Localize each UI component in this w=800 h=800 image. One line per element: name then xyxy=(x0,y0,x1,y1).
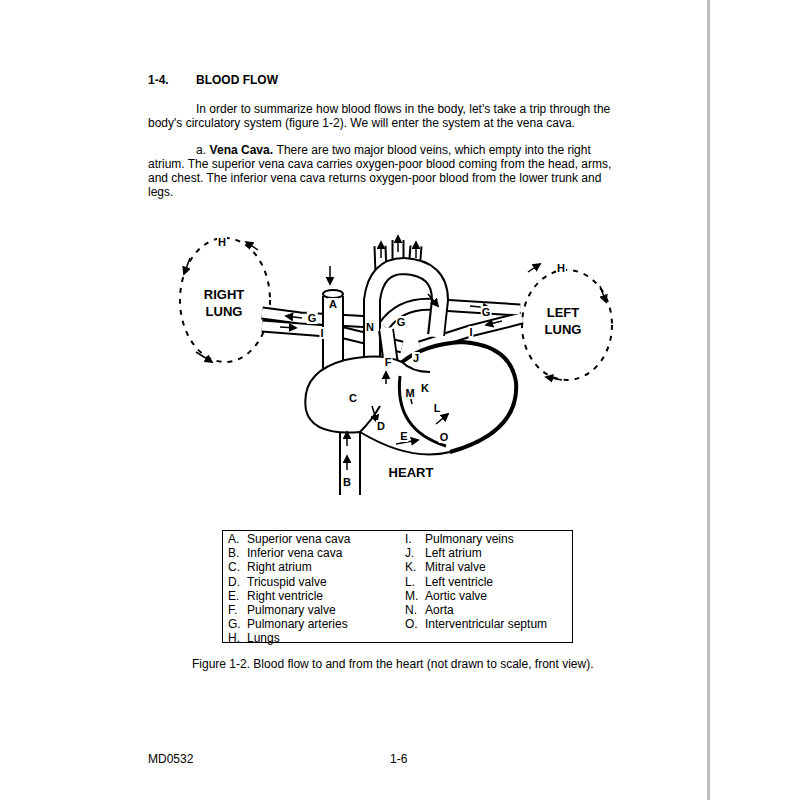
legend-term: Tricuspid valve xyxy=(247,575,327,589)
item-letter: a. xyxy=(196,143,206,157)
callout-letter: J xyxy=(412,352,420,364)
body-paragraph: a.Vena Cava.There are two major blood ve… xyxy=(148,143,622,199)
legend-letter: N. xyxy=(405,603,417,617)
organ-label: LEFT LUNG xyxy=(532,303,594,339)
document-code: MD0532 xyxy=(148,752,193,766)
callout-letter: F xyxy=(384,356,393,368)
callout-letter: C xyxy=(348,392,358,404)
legend-letter: H. xyxy=(228,631,240,645)
section-title: BLOOD FLOW xyxy=(196,73,278,87)
callout-letter: B xyxy=(342,476,352,488)
callout-letter: N xyxy=(365,321,375,333)
legend-letter: O. xyxy=(405,617,418,631)
callout-letter: I xyxy=(319,327,324,339)
legend-letter: B. xyxy=(228,546,239,560)
legend-term: Interventricular septum xyxy=(425,617,547,631)
legend-letter: I. xyxy=(405,532,412,546)
callout-letter: D xyxy=(376,420,386,432)
organ-label: HEART xyxy=(388,465,435,480)
callout-letter: I xyxy=(468,326,473,338)
callout-letter: O xyxy=(439,431,450,443)
legend-term: Mitral valve xyxy=(425,560,486,574)
legend-letter: M. xyxy=(405,589,418,603)
callout-letter: G xyxy=(481,306,492,318)
legend-term: Aorta xyxy=(425,603,454,617)
item-heading: Vena Cava. xyxy=(210,143,273,157)
callout-letter: H xyxy=(556,262,566,274)
page-number: 1-6 xyxy=(390,752,407,766)
legend-term: Lungs xyxy=(247,631,280,645)
legend-term: Right atrium xyxy=(247,560,312,574)
figure-caption: Figure 1-2. Blood flow to and from the h… xyxy=(192,657,594,671)
legend-term: Left ventricle xyxy=(425,575,493,589)
callout-letter: K xyxy=(420,382,430,394)
callout-letter: L xyxy=(433,402,442,414)
paragraph-text: In order to summarize how blood flows in… xyxy=(148,102,610,130)
legend-term: Inferior vena cava xyxy=(247,546,342,560)
body-paragraph: In order to summarize how blood flows in… xyxy=(148,102,622,130)
legend-letter: D. xyxy=(228,575,240,589)
legend-term: Right ventricle xyxy=(247,589,323,603)
legend-letter: C. xyxy=(228,560,240,574)
legend-term: Left atrium xyxy=(425,546,482,560)
legend-letter: A. xyxy=(228,532,239,546)
callout-letter: E xyxy=(399,430,408,442)
organ-label: RIGHT LUNG xyxy=(193,285,255,321)
legend-letter: L. xyxy=(405,575,415,589)
legend-term: Aortic valve xyxy=(425,589,487,603)
legend-letter: K. xyxy=(405,560,416,574)
callout-letter: A xyxy=(328,298,338,310)
legend-term: Pulmonary arteries xyxy=(247,617,348,631)
callout-letter: G xyxy=(307,312,318,324)
callout-letter: G xyxy=(396,316,407,328)
legend-letter: G. xyxy=(228,617,241,631)
legend-term: Pulmonary valve xyxy=(247,603,336,617)
legend-term: Pulmonary veins xyxy=(425,532,514,546)
legend-letter: J. xyxy=(405,546,414,560)
callout-letter: H xyxy=(217,236,227,248)
legend-letter: F. xyxy=(228,603,237,617)
legend-term: Superior vena cava xyxy=(247,532,350,546)
legend-letter: E. xyxy=(228,589,239,603)
section-number: 1-4. xyxy=(148,73,169,87)
callout-letter: M xyxy=(404,387,415,399)
